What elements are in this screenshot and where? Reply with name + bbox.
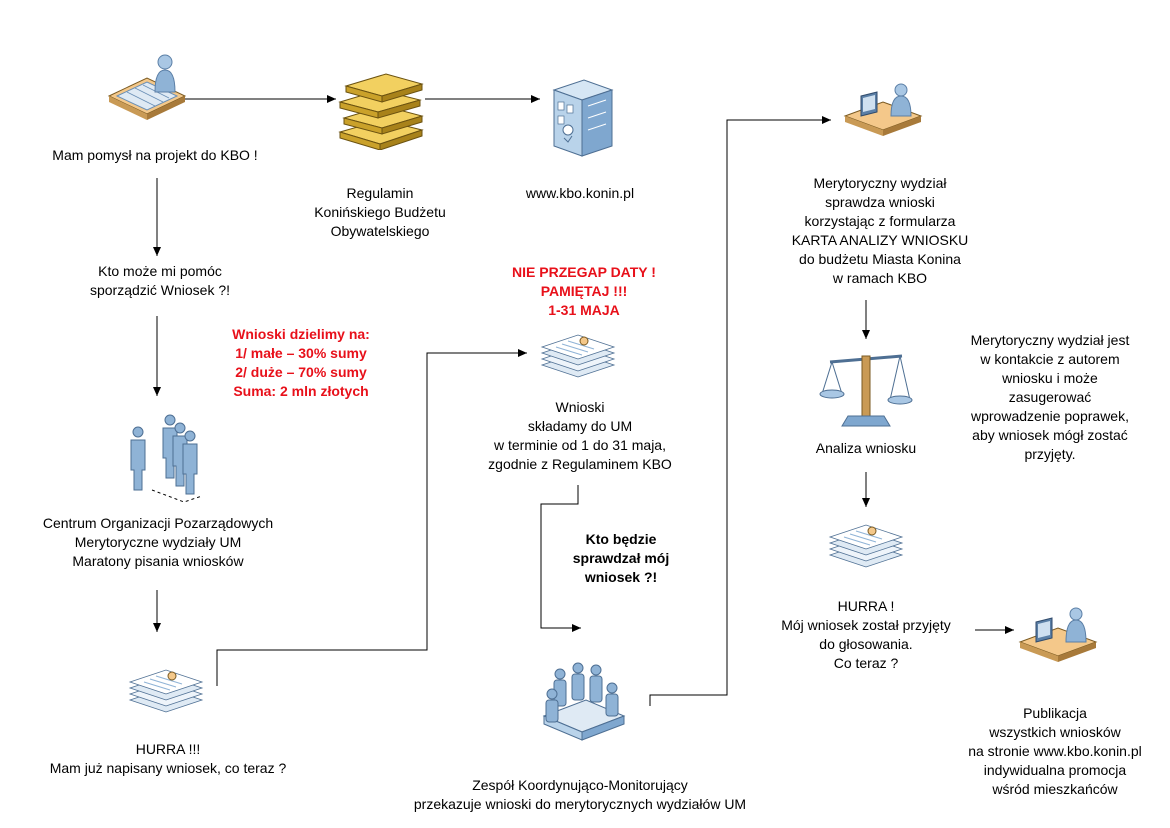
text-line: indywidualna promocja bbox=[983, 762, 1127, 778]
document-stack-icon bbox=[828, 524, 904, 568]
person-at-computer-icon bbox=[1018, 607, 1098, 662]
text-line: w kontakcie z autorem bbox=[980, 351, 1120, 367]
text-line: Mam pomysł na projekt do KBO ! bbox=[52, 147, 258, 163]
books-stack-icon bbox=[338, 73, 424, 150]
text-line: Obywatelskiego bbox=[330, 223, 430, 239]
meeting-table-icon bbox=[542, 662, 626, 741]
text-line: wniosek ?! bbox=[584, 569, 658, 585]
server-building-icon bbox=[552, 79, 614, 157]
arrow-submit-to-team bbox=[540, 485, 581, 632]
text-line: www.kbo.konin.pl bbox=[525, 185, 635, 201]
text-line: korzystając z formularza bbox=[804, 213, 956, 229]
label-analysis: Analiza wniosku bbox=[776, 439, 956, 458]
text-line: Co teraz ? bbox=[833, 655, 899, 671]
document-stack-icon bbox=[540, 334, 616, 378]
label-submit: Wnioski składamy do UM w terminie od 1 do … bbox=[460, 398, 700, 474]
text-line: Regulamin bbox=[346, 185, 414, 201]
label-who-checks: Kto będzie sprawdzał mój wniosek ?! bbox=[556, 530, 686, 587]
text-line: 1-31 MAJA bbox=[548, 302, 620, 318]
text-line: Merytoryczny wydział jest bbox=[970, 332, 1130, 348]
text-line: Mam już napisany wniosek, co teraz ? bbox=[49, 760, 287, 776]
text-line: Kto będzie bbox=[585, 531, 657, 547]
text-line: wprowadzenie poprawek, bbox=[971, 408, 1129, 424]
label-who-helps: Kto może mi pomóc sporządzić Wniosek ?! bbox=[40, 262, 280, 300]
text-line: Suma: 2 mln złotych bbox=[233, 383, 369, 399]
text-line: Analiza wniosku bbox=[815, 440, 917, 456]
scales-icon bbox=[819, 354, 913, 427]
text-line: PAMIĘTAJ !!! bbox=[540, 283, 628, 299]
text-line: zasugerować bbox=[1008, 389, 1092, 405]
text-line: KARTA ANALIZY WNIOSKU bbox=[791, 232, 969, 248]
text-line: sprawdza wnioski bbox=[825, 194, 935, 210]
text-line: wszystkich wniosków bbox=[989, 724, 1121, 740]
text-line: Merytoryczne wydziały UM bbox=[74, 534, 242, 550]
text-line: 1/ małe – 30% sumy bbox=[235, 345, 367, 361]
text-line: NIE PRZEGAP DATY ! bbox=[512, 264, 656, 280]
label-written: HURRA !!! Mam już napisany wniosek, co te… bbox=[0, 740, 336, 778]
document-stack-icon bbox=[128, 669, 204, 713]
label-deadline-note: NIE PRZEGAP DATY ! PAMIĘTAJ !!! 1-31 MAJA bbox=[484, 263, 684, 320]
label-split-note: Wnioski dzielimy na: 1/ małe – 30% sumy 2/… bbox=[196, 325, 406, 401]
text-line: Kto może mi pomóc bbox=[98, 263, 222, 279]
text-line: aby wniosek mógł zostać bbox=[972, 427, 1128, 443]
text-line: Mój wniosek został przyjęty bbox=[781, 617, 951, 633]
text-line: Centrum Organizacji Pozarządowych bbox=[42, 515, 274, 531]
text-line: przyjęty. bbox=[1024, 446, 1076, 462]
text-line: do głosowania. bbox=[819, 636, 913, 652]
label-website: www.kbo.konin.pl bbox=[500, 184, 660, 203]
text-line: sporządzić Wniosek ?! bbox=[89, 282, 231, 298]
person-at-desk-icon bbox=[107, 54, 187, 120]
text-line: składamy do UM bbox=[527, 418, 633, 434]
text-line: Zespół Koordynująco-Monitorujący bbox=[472, 777, 688, 793]
label-department: Merytoryczny wydział sprawdza wnioski korz… bbox=[760, 174, 1000, 288]
text-line: wśród mieszkańców bbox=[992, 781, 1118, 797]
text-line: Wnioski bbox=[555, 399, 605, 415]
text-line: Publikacja bbox=[1023, 705, 1087, 721]
group-of-people-icon bbox=[130, 414, 203, 503]
text-line: Maratony pisania wniosków bbox=[72, 553, 244, 569]
text-line: wniosku i może bbox=[1002, 370, 1098, 386]
label-accepted: HURRA ! Mój wniosek został przyjęty do gło… bbox=[746, 597, 986, 673]
text-line: zgodnie z Regulaminem KBO bbox=[488, 456, 672, 472]
text-line: przekazuje wnioski do merytorycznych wyd… bbox=[413, 796, 747, 812]
text-line: na stronie www.kbo.konin.pl bbox=[968, 743, 1142, 759]
text-line: Konińskiego Budżetu bbox=[314, 204, 446, 220]
label-team: Zespół Koordynująco-Monitorujący przekazu… bbox=[370, 776, 790, 814]
arrow-team-to-department bbox=[649, 116, 831, 706]
label-publication: Publikacja wszystkich wniosków na stronie … bbox=[940, 704, 1170, 799]
text-line: HURRA ! bbox=[837, 598, 895, 614]
text-line: 2/ duże – 70% sumy bbox=[235, 364, 367, 380]
text-line: w ramach KBO bbox=[832, 270, 928, 286]
text-line: Wnioski dzielimy na: bbox=[232, 326, 370, 342]
person-at-computer-icon bbox=[843, 83, 923, 136]
label-contact-note: Merytoryczny wydział jest w kontakcie z a… bbox=[940, 331, 1160, 464]
text-line: HURRA !!! bbox=[135, 741, 201, 757]
text-line: Merytoryczny wydział bbox=[813, 175, 947, 191]
label-idea: Mam pomysł na projekt do KBO ! bbox=[0, 146, 310, 165]
text-line: do budżetu Miasta Konina bbox=[799, 251, 961, 267]
arrow-written-to-submit bbox=[216, 349, 527, 686]
text-line: sprawdzał mój bbox=[572, 550, 670, 566]
text-line: w terminie od 1 do 31 maja, bbox=[494, 437, 666, 453]
